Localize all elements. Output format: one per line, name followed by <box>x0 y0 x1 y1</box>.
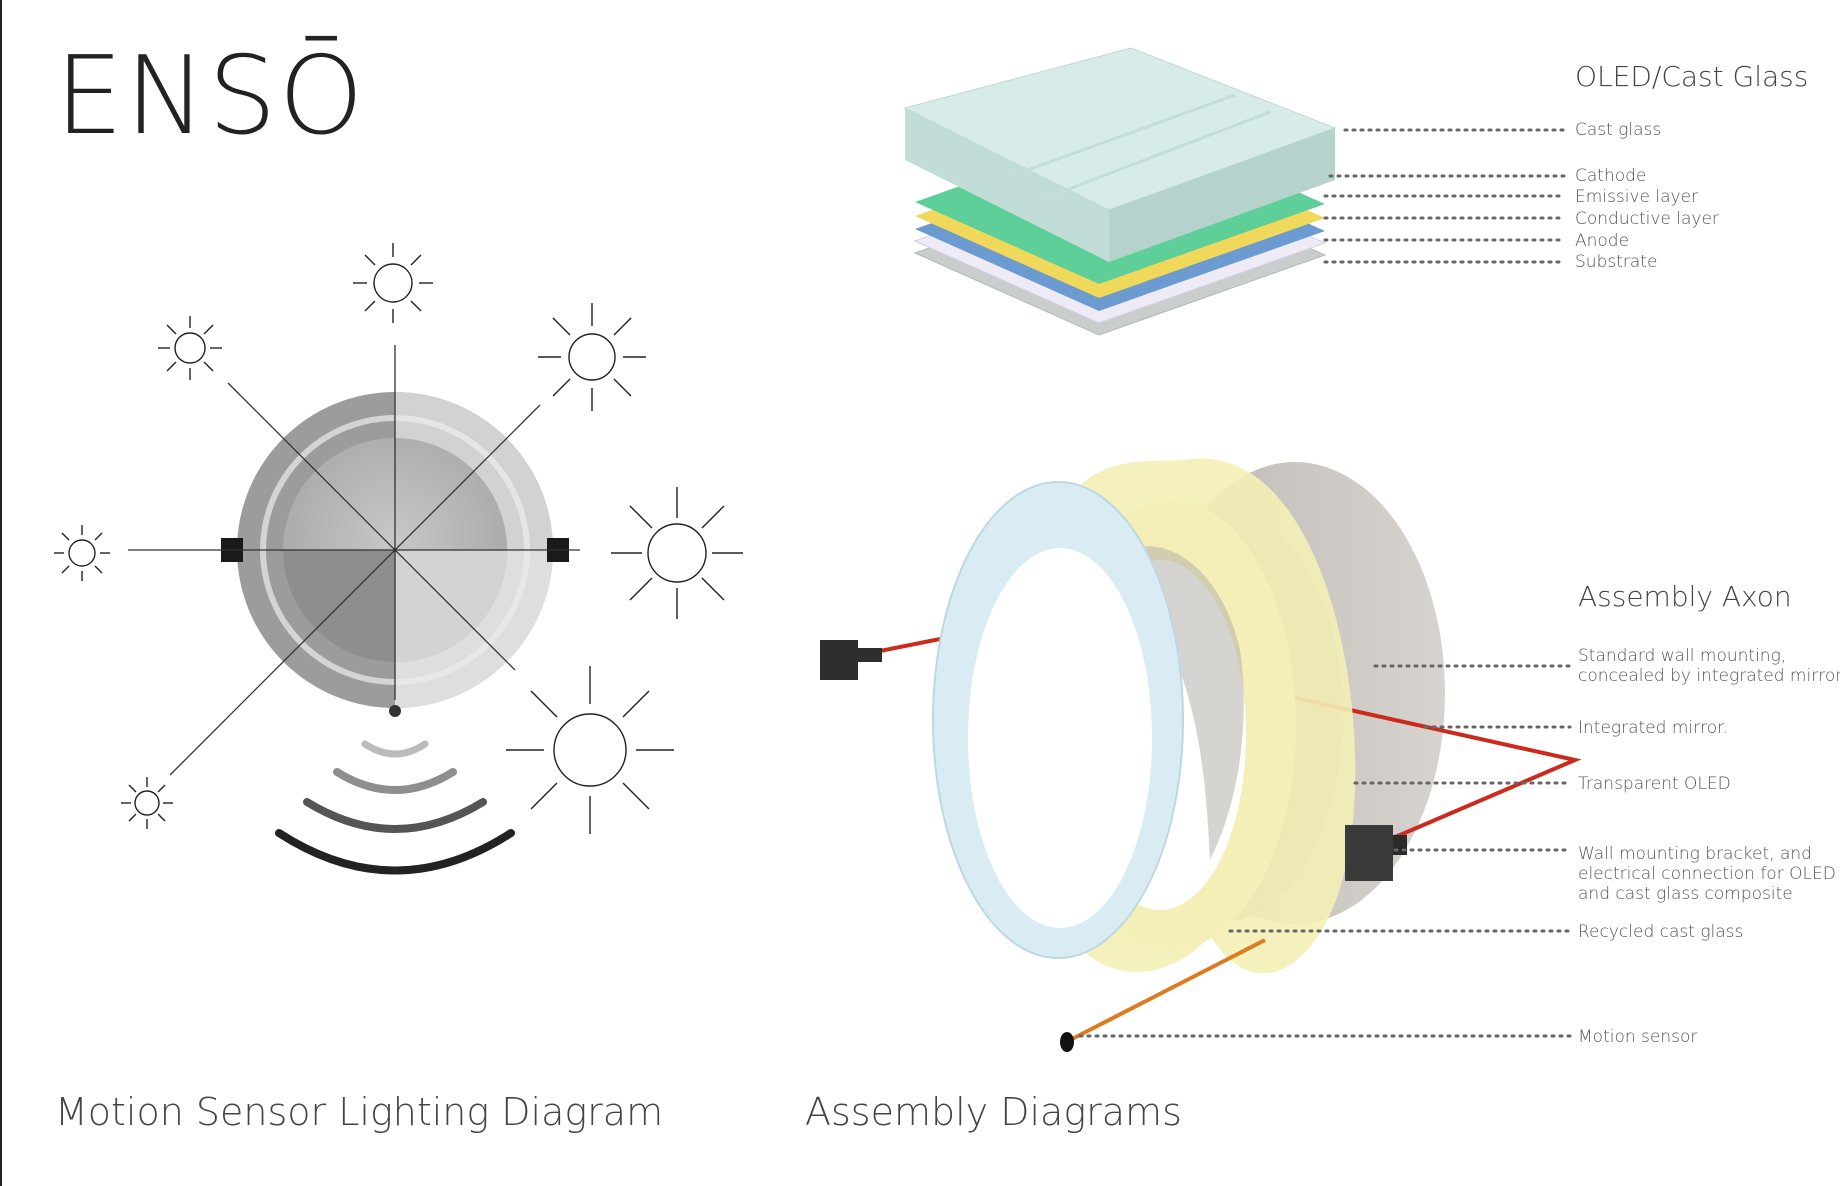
axon-label-mirror: Integrated mirror. <box>1578 718 1728 738</box>
motion-sensor-diagram <box>54 243 743 875</box>
brand-title: ENSŌ <box>55 34 366 159</box>
motion-section-title: Motion Sensor Lighting Diagram <box>55 1090 664 1134</box>
axon-label-cast-glass: Recycled cast glass <box>1578 922 1744 942</box>
oled-leader-lines <box>1323 128 1567 264</box>
axon-label-bracket-1: Wall mounting bracket, and <box>1578 844 1812 864</box>
axon-leader-lines <box>1078 664 1572 1038</box>
signal-wave-3 <box>303 798 487 833</box>
sun-icon <box>353 243 433 323</box>
axon-label-oled: Transparent OLED <box>1578 774 1731 794</box>
motion-sensor <box>1060 1032 1074 1052</box>
sensor-wire <box>1069 938 1266 1042</box>
mirror-through-ring <box>1110 546 1244 860</box>
oled-label-cathode: Cathode <box>1575 166 1647 186</box>
motion-sensor-dot <box>389 705 401 717</box>
axon-label-motion-sensor: Motion sensor <box>1578 1027 1698 1047</box>
mounting-bracket <box>1345 825 1393 881</box>
sun-icon <box>538 303 646 411</box>
cast-glass-ring-hole <box>968 548 1152 928</box>
oled-label-substrate: Substrate <box>1575 252 1658 272</box>
sun-icon <box>611 487 743 619</box>
layer-cast-glass-side <box>905 108 1109 262</box>
sun-icon <box>54 525 110 581</box>
signal-wave-4 <box>275 829 515 875</box>
oled-label-cast-glass: Cast glass <box>1575 120 1662 140</box>
oled-label-emissive: Emissive layer <box>1575 187 1699 207</box>
light-rays <box>128 345 580 776</box>
axon-label-wall-mounting-2: concealed by integrated mirror. <box>1578 666 1840 686</box>
axon-label-bracket-3: and cast glass composite <box>1578 884 1793 904</box>
oled-label-conductive: Conductive layer <box>1575 209 1719 229</box>
assembly-axon <box>820 458 1582 1052</box>
oled-layer-stack <box>903 47 1337 336</box>
sun-icon <box>158 316 222 380</box>
signal-wave-1 <box>361 740 429 758</box>
oled-section-title: OLED/Cast Glass <box>1575 60 1809 93</box>
glass-groove <box>1039 110 1271 202</box>
power-plug <box>820 640 858 680</box>
axon-label-bracket-2: electrical connection for OLED <box>1578 864 1836 884</box>
assembly-section-title: Assembly Diagrams <box>805 1090 1182 1134</box>
axon-label-wall-mounting-1: Standard wall mounting, <box>1578 646 1787 666</box>
oled-label-anode: Anode <box>1575 231 1630 251</box>
layer-cast-glass-front <box>1109 128 1335 262</box>
axon-section-title: Assembly Axon <box>1578 580 1792 613</box>
sun-icon <box>121 777 173 829</box>
left-border <box>0 0 2 1186</box>
signal-wave-2 <box>333 768 457 794</box>
glass-groove <box>999 93 1236 182</box>
sun-icon <box>506 666 674 834</box>
